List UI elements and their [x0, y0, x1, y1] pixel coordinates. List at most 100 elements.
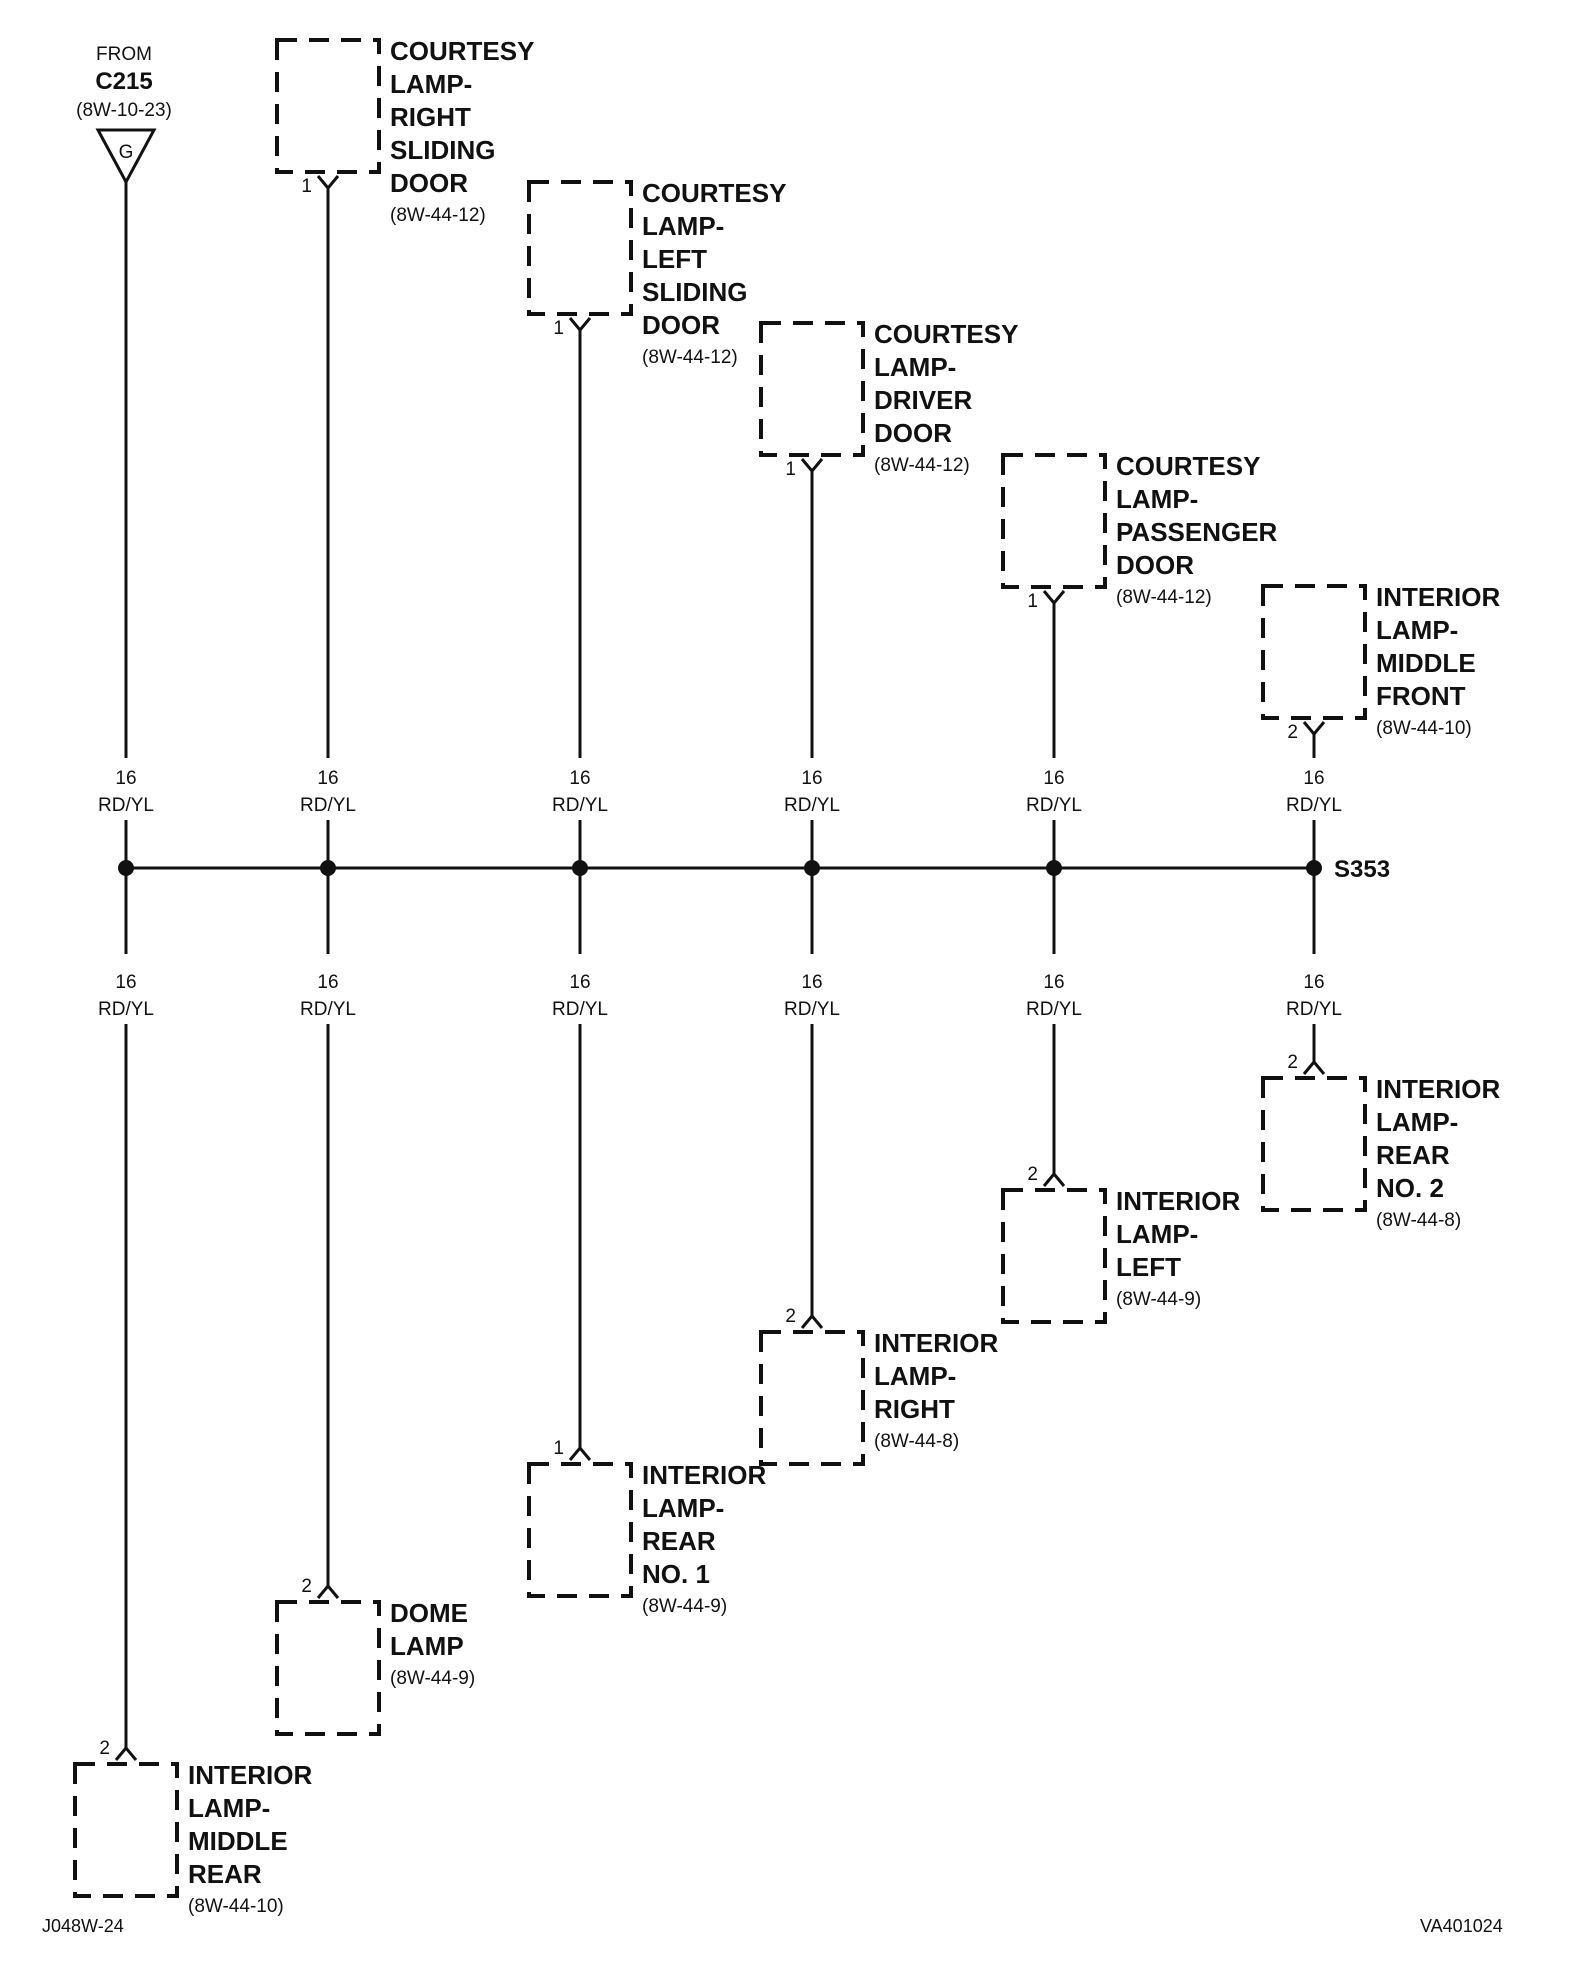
top-component-ref: (8W-44-12): [390, 205, 486, 226]
top-component-title-line: DOOR: [642, 310, 720, 340]
bottom-component-title-line: LAMP-: [874, 1361, 956, 1391]
top-component-box: [527, 180, 633, 316]
footer-right-code: VA401024: [1420, 1916, 1503, 1936]
top-component-title-line: COURTESY: [390, 36, 534, 66]
source-from-label: FROM: [96, 44, 152, 65]
top-component-ref: (8W-44-12): [874, 455, 970, 476]
bottom-component-ref: (8W-44-9): [1116, 1289, 1201, 1310]
bottom-component-box: [275, 1600, 381, 1736]
upper-wire-label-5-gauge: 16: [1303, 768, 1324, 789]
bottom-component-ref: (8W-44-9): [642, 1596, 727, 1617]
bottom-component-title-line: NO. 2: [1376, 1173, 1444, 1203]
bottom-component-box: [1001, 1188, 1107, 1324]
lower-wire-label-2-gauge: 16: [569, 972, 590, 993]
bottom-pin-number: 2: [1287, 1052, 1298, 1073]
top-pin-number: 1: [301, 176, 312, 197]
lower-wire-label-1-gauge: 16: [317, 972, 338, 993]
top-component-title-line: DRIVER: [874, 385, 972, 415]
bottom-component-box: [73, 1762, 179, 1898]
upper-wire-label-2-gauge: 16: [569, 768, 590, 789]
bottom-component-title-line: INTERIOR: [642, 1460, 766, 1490]
top-component-box: [275, 38, 381, 174]
bottom-component-box: [527, 1462, 633, 1598]
bottom-pin-number: 2: [1027, 1164, 1038, 1185]
top-component-title-line: RIGHT: [390, 102, 471, 132]
top-component-title-line: PASSENGER: [1116, 517, 1278, 547]
source-connector-label: C215: [95, 68, 152, 95]
source-pin-label: G: [119, 142, 134, 163]
top-component-title-line: COURTESY: [1116, 451, 1260, 481]
top-component-title-line: COURTESY: [642, 178, 786, 208]
top-component-title-line: FRONT: [1376, 681, 1466, 711]
bottom-component-ref: (8W-44-9): [390, 1668, 475, 1689]
top-component-title-line: COURTESY: [874, 319, 1018, 349]
bottom-component-title-line: REAR: [188, 1859, 262, 1889]
bottom-component-title-line: LAMP-: [1116, 1219, 1198, 1249]
top-component-ref: (8W-44-12): [1116, 587, 1212, 608]
bottom-component-title-line: NO. 1: [642, 1559, 710, 1589]
bottom-component-box: [759, 1330, 865, 1466]
top-component-title-line: LAMP-: [874, 352, 956, 382]
top-component-box: [1001, 453, 1107, 589]
top-component-box: [759, 321, 865, 457]
top-component-title-line: LAMP-: [390, 69, 472, 99]
bottom-component-ref: (8W-44-8): [1376, 1210, 1461, 1231]
top-component-title-line: SLIDING: [642, 277, 747, 307]
bottom-component-title-line: DOME: [390, 1598, 468, 1628]
top-pin-number: 1: [553, 318, 564, 339]
top-component-title-line: DOOR: [1116, 550, 1194, 580]
top-component-box: [1261, 584, 1367, 720]
bottom-component-title-line: LAMP-: [642, 1493, 724, 1523]
top-component-ref: (8W-44-12): [642, 347, 738, 368]
bottom-component-title-line: INTERIOR: [188, 1760, 312, 1790]
lower-wire-label-3-gauge: 16: [801, 972, 822, 993]
bottom-component-title-line: LAMP-: [188, 1793, 270, 1823]
bottom-component-ref: (8W-44-8): [874, 1431, 959, 1452]
bottom-component-title-line: REAR: [642, 1526, 716, 1556]
upper-wire-label-3-gauge: 16: [801, 768, 822, 789]
bottom-component-title-line: INTERIOR: [874, 1328, 998, 1358]
top-component-title-line: SLIDING: [390, 135, 495, 165]
top-pin-number: 1: [785, 459, 796, 480]
upper-wire-label-5-color: RD/YL: [1286, 795, 1342, 816]
upper-wire-label-4-color: RD/YL: [1026, 795, 1082, 816]
top-component-title-line: LEFT: [642, 244, 707, 274]
bottom-component-title-line: LAMP: [390, 1631, 464, 1661]
top-component-title-line: LAMP-: [1116, 484, 1198, 514]
upper-wire-label-1-gauge: 16: [317, 768, 338, 789]
lower-wire-label-1-color: RD/YL: [300, 999, 356, 1020]
upper-branches: 16RD/YLCOURTESYLAMP-RIGHTSLIDINGDOOR(8W-…: [98, 36, 1500, 876]
lower-wire-label-0-gauge: 16: [115, 972, 136, 993]
upper-wire-label-0-color: RD/YL: [98, 795, 154, 816]
bottom-pin-number: 2: [99, 1738, 110, 1759]
top-component-ref: (8W-44-10): [1376, 718, 1472, 739]
source-connector-c215: FROM C215 (8W-10-23) G: [76, 44, 172, 186]
bottom-component-box: [1261, 1076, 1367, 1212]
bottom-pin-number: 2: [301, 1576, 312, 1597]
lower-wire-label-3-color: RD/YL: [784, 999, 840, 1020]
upper-wire-label-4-gauge: 16: [1043, 768, 1064, 789]
bottom-component-title-line: INTERIOR: [1116, 1186, 1240, 1216]
lower-wire-label-5-color: RD/YL: [1286, 999, 1342, 1020]
bottom-component-title-line: RIGHT: [874, 1394, 955, 1424]
top-component-title-line: MIDDLE: [1376, 648, 1476, 678]
splice-label: S353: [1334, 856, 1390, 883]
lower-wire-label-4-gauge: 16: [1043, 972, 1064, 993]
top-component-title-line: INTERIOR: [1376, 582, 1500, 612]
lower-wire-label-2-color: RD/YL: [552, 999, 608, 1020]
upper-wire-label-0-gauge: 16: [115, 768, 136, 789]
lower-wire-label-0-color: RD/YL: [98, 999, 154, 1020]
bottom-component-ref: (8W-44-10): [188, 1896, 284, 1917]
upper-wire-label-1-color: RD/YL: [300, 795, 356, 816]
source-triangle-icon: [95, 128, 157, 186]
